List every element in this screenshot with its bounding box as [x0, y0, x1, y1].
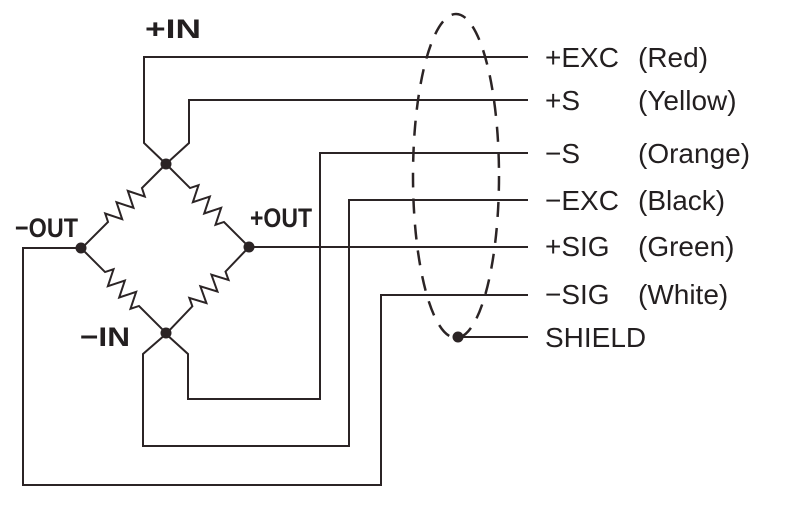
- label-plus-exc-color: (Red): [638, 42, 708, 73]
- node-minus-in-dot: [160, 327, 172, 339]
- node-plus-out-dot: [243, 241, 255, 253]
- node-plus-in-dot: [160, 158, 172, 170]
- label-minus-in: −IN: [80, 322, 130, 352]
- label-minus-sig-color: (White): [638, 279, 728, 310]
- label-plus-out: +OUT: [250, 203, 312, 233]
- wire-minus-s: [165, 152, 528, 400]
- label-plus-sig-name: +SIG: [545, 231, 610, 262]
- label-minus-exc-color: (Black): [638, 185, 725, 216]
- wire-plus-exc: [143, 56, 528, 165]
- label-plus-in: +IN: [145, 14, 201, 44]
- cable-bundle-ellipse: [411, 12, 501, 340]
- label-plus-s-color: (Yellow): [638, 85, 737, 116]
- wire-minus-sig: [22, 247, 528, 486]
- wire-minus-exc: [142, 199, 528, 447]
- label-minus-s-name: −S: [545, 138, 580, 169]
- resistor-bottom-right-arm: [159, 240, 256, 341]
- resistor-top-left-arm: [74, 157, 173, 256]
- label-minus-exc-name: −EXC: [545, 185, 619, 216]
- label-plus-exc-name: +EXC: [545, 42, 619, 73]
- resistor-top-right-arm: [159, 157, 258, 256]
- label-plus-s-name: +S: [545, 85, 580, 116]
- label-minus-s-color: (Orange): [638, 138, 750, 169]
- label-minus-out: −OUT: [15, 213, 78, 243]
- label-plus-sig-color: (Green): [638, 231, 734, 262]
- wire-plus-s: [165, 99, 528, 165]
- label-minus-sig-name: −SIG: [545, 279, 610, 310]
- shield-connection-dot: [452, 331, 464, 343]
- node-minus-out-dot: [75, 242, 87, 254]
- label-shield-name: SHIELD: [545, 322, 646, 353]
